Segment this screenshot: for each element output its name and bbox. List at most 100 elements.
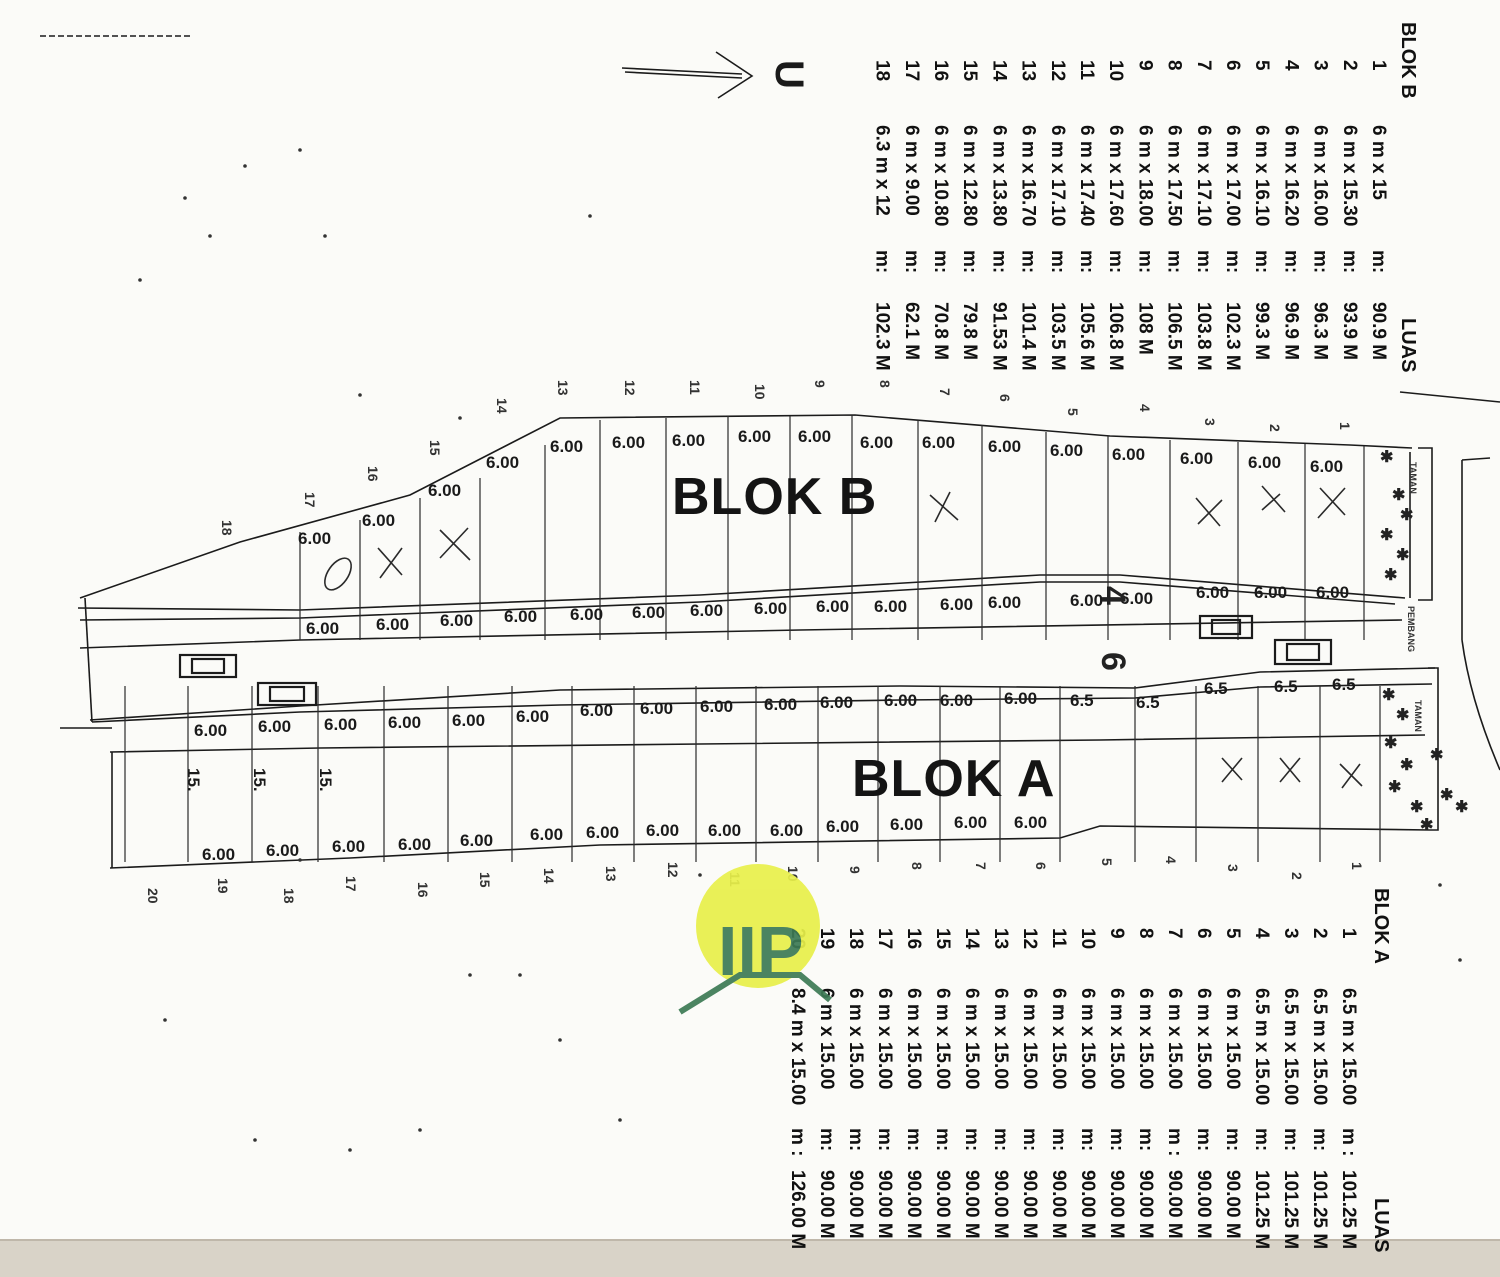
- blok-a-row-dimension: 6 m x 15.00: [932, 988, 953, 1089]
- blok-b-row-unit: m:: [1280, 250, 1301, 273]
- blok-b-row-area: 96.9 M: [1280, 302, 1301, 360]
- blok-a-row-number: 6: [1193, 928, 1214, 939]
- blok-a-row-unit: m:: [874, 1128, 895, 1151]
- blok-b-road-frontage: 6.00: [632, 603, 665, 622]
- scan-specks: [138, 148, 1462, 1152]
- blok-a-lot-number: 16: [415, 882, 431, 898]
- blok-a-row-dimension: 6 m x 15.00: [1164, 988, 1185, 1089]
- blok-b-row-unit: m:: [1193, 250, 1214, 273]
- blok-b-row-dimension: 6 m x 16.70: [1018, 125, 1039, 226]
- blok-a-row-number: 16: [903, 928, 924, 949]
- blok-b-row-area: 106.8 M: [1105, 302, 1126, 371]
- blok-a-row-dimension: 6 m x 15.00: [1106, 988, 1127, 1089]
- blok-b-row-area: 79.8 M: [959, 302, 980, 360]
- blok-b-road-frontage: 6.00: [874, 597, 907, 616]
- blok-a-row-dimension: 6 m x 15.00: [1193, 988, 1214, 1089]
- scan-speck: [208, 234, 212, 238]
- blok-b-rear-frontage: 6.00: [1180, 449, 1213, 468]
- site-outline: [40, 35, 1500, 869]
- tree-icon: ✱: [1380, 449, 1393, 466]
- blok-a-row-dimension: 6 m x 15.00: [816, 988, 837, 1089]
- blok-b-row-area: 108 M: [1134, 302, 1155, 355]
- scan-speck: [138, 278, 142, 282]
- blok-a-rear-frontage: 6.00: [530, 825, 563, 844]
- north-arrow: U: [621, 51, 811, 99]
- tree-icon: ✱: [1396, 707, 1409, 724]
- blok-a-row-unit: m :: [1338, 1128, 1359, 1157]
- blok-b-lot-number: 6: [997, 394, 1013, 402]
- scan-speck: [468, 973, 472, 977]
- blok-a-lot-number: 17: [343, 876, 359, 892]
- scan-speck: [243, 164, 247, 168]
- scan-speck: [183, 196, 187, 200]
- blok-a-row: 156 m x 15.00m:90.00 M: [932, 928, 953, 1239]
- blok-a-row-dimension: 6.5 m x 15.00: [1280, 988, 1301, 1105]
- blok-a-row-number: 5: [1222, 928, 1243, 939]
- tree-icon: ✱: [1440, 787, 1453, 804]
- blok-b-row-dimension: 6 m x 15.30: [1339, 125, 1360, 226]
- blok-a-lot-number: 12: [665, 862, 681, 878]
- blok-a-row-area: 90.00 M: [1164, 1170, 1185, 1239]
- blok-b-rear-frontage: 6.00: [550, 437, 583, 456]
- blok-a-row-number: 11: [1048, 928, 1069, 949]
- blok-b-row-unit: m:: [1339, 250, 1360, 273]
- sold-marks: [324, 485, 1363, 789]
- blok-a-road-frontage: 6.00: [1004, 689, 1037, 708]
- blok-a-lot-number: 19: [215, 878, 231, 894]
- blok-a-row-area: 90.00 M: [990, 1170, 1011, 1239]
- tree-icon: ✱: [1455, 799, 1468, 816]
- blok-b-row-dimension: 6 m x 13.80: [988, 125, 1009, 226]
- blok-b-row: 146 m x 13.80m:91.53 M: [988, 60, 1009, 371]
- blok-b-row-number: 10: [1105, 60, 1126, 81]
- blok-b-road-frontage: 6.00: [690, 601, 723, 620]
- blok-b-rear-frontage: 6.00: [860, 433, 893, 452]
- blok-a-row-number: 4: [1251, 928, 1272, 939]
- blok-a-lot-number: 20: [145, 888, 161, 904]
- blok-a-row-number: 7: [1164, 928, 1185, 939]
- blok-a-road-frontage: 6.00: [258, 717, 291, 736]
- blok-a-rear-frontage: 6.00: [398, 835, 431, 854]
- blok-b-row: 96 m x 18.00m:108 M: [1134, 60, 1155, 355]
- blok-b-row-area: 101.4 M: [1018, 302, 1039, 371]
- blok-a-row-number: 9: [1106, 928, 1127, 939]
- car-icon: [178, 653, 238, 679]
- blok-b-row-unit: m:: [1105, 250, 1126, 273]
- blok-a-road-frontage: 6.00: [324, 715, 357, 734]
- blok-a-frontage-labels: 6.56.56.56.56.56.006.006.006.006.006.006…: [184, 675, 1356, 864]
- blok-b-rear-frontage: 6.00: [486, 453, 519, 472]
- blok-b-row-number: 8: [1164, 60, 1185, 71]
- blok-a-row: 46.5 m x 15.00m:101.25 M: [1251, 928, 1272, 1249]
- blok-b-road-frontage: 6.00: [440, 611, 473, 630]
- blok-b-lot-dividers: [299, 415, 1365, 640]
- blok-b-row-area: 62.1 M: [901, 302, 922, 360]
- scan-speck: [1458, 958, 1462, 962]
- blok-b-lot-number: 10: [752, 384, 768, 400]
- blok-a-row-area: 90.00 M: [874, 1170, 895, 1239]
- blok-a-row-area: 90.00 M: [1135, 1170, 1156, 1239]
- tree-icon: ✱: [1396, 547, 1409, 564]
- blok-b-row-dimension: 6 m x 15: [1368, 125, 1389, 200]
- tree-icon: ✱: [1430, 747, 1443, 764]
- blok-a-row-unit: m:: [932, 1128, 953, 1151]
- blok-a-row-area: 90.00 M: [932, 1170, 953, 1239]
- blok-b-road-frontage: 6.00: [1120, 589, 1153, 608]
- blok-b-row: 126 m x 17.10m:103.5 M: [1047, 60, 1068, 371]
- blok-a-lot-number: 18: [281, 888, 297, 904]
- blok-b-lot-number: 4: [1137, 404, 1153, 412]
- blok-a-row-number: 2: [1309, 928, 1330, 939]
- blok-a-road-frontage: 6.00: [516, 707, 549, 726]
- blok-a-row-number: 12: [1019, 928, 1040, 949]
- blok-a-road-frontage: 6.00: [580, 701, 613, 720]
- blok-b-road-frontage: 6.00: [940, 595, 973, 614]
- blok-b-road-frontage: 6.00: [1070, 591, 1103, 610]
- blok-b-row-number: 9: [1134, 60, 1155, 71]
- blok-b-row-area: 105.6 M: [1076, 302, 1097, 371]
- blok-b-row: 156 m x 12.80m:79.8 M: [959, 60, 980, 360]
- blok-a-row-unit: m:: [1193, 1128, 1214, 1151]
- blok-b-row: 46 m x 16.20m:96.9 M: [1280, 60, 1301, 360]
- blok-b-road-frontage: 6.00: [570, 605, 603, 624]
- blok-b-lot-number: 2: [1267, 424, 1283, 432]
- blok-a-lot-number: 13: [603, 866, 619, 882]
- blok-b-row: 166 m x 10.80m:70.8 M: [930, 60, 951, 360]
- blok-a-row-unit: m:: [816, 1128, 837, 1151]
